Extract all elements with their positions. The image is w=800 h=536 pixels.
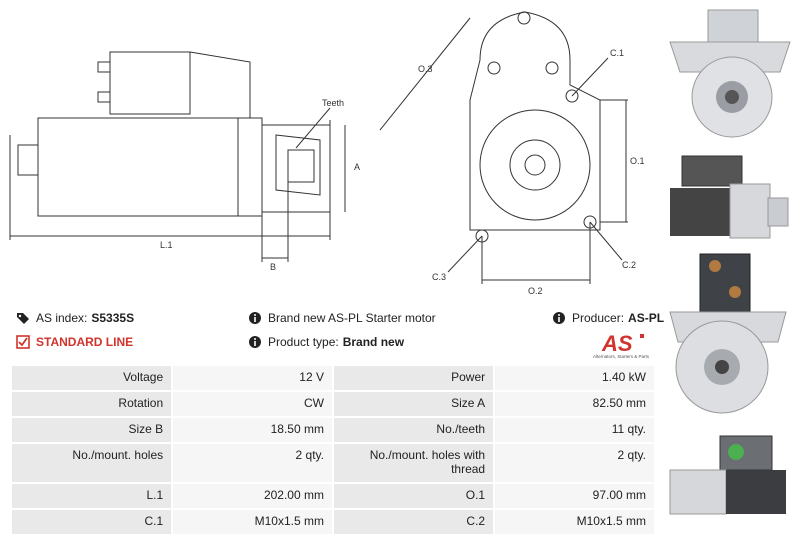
spec-value: 2 qty. — [493, 442, 656, 484]
label-a: A — [354, 162, 360, 172]
standard-line-label: STANDARD LINE — [36, 335, 134, 349]
standard-line-row: STANDARD LINE — [16, 335, 133, 349]
photo-side-view[interactable] — [660, 148, 800, 248]
spec-label: No./mount. holes with thread — [331, 442, 496, 484]
as-index-label: AS index: — [36, 311, 88, 325]
info-icon — [553, 312, 565, 324]
spec-label: Power — [331, 364, 496, 392]
spec-value: 202.00 mm — [171, 482, 334, 510]
spec-value: 82.50 mm — [493, 390, 656, 418]
spec-value: 1.40 kW — [493, 364, 656, 392]
spec-value: 11 qty. — [493, 416, 656, 444]
technical-drawing: Teeth A B L.1 O.3 C.1 O.1 C.3 C.2 O.2 — [9, 11, 645, 296]
label-b: B — [270, 262, 276, 272]
tag-icon — [17, 313, 29, 324]
brand-new-text: Brand new AS-PL Starter motor — [268, 311, 436, 325]
info-icon — [249, 336, 261, 348]
label-l1: L.1 — [160, 240, 173, 250]
spec-label: Size A — [331, 390, 496, 418]
spec-label: Rotation — [9, 390, 174, 418]
label-o3: O.3 — [418, 64, 433, 74]
spec-value: M10x1.5 mm — [493, 508, 656, 536]
as-logo-mark: AS — [601, 331, 644, 356]
photo-rear-view[interactable] — [660, 252, 800, 424]
as-index-row: AS index: S5335S — [16, 311, 134, 325]
front-view-outline — [469, 11, 601, 231]
info-icon — [249, 312, 261, 324]
photo-front-view[interactable] — [660, 2, 800, 142]
logo-tagline: Alternators, Starters & Parts — [592, 354, 650, 359]
product-type-row: Product type: Brand new — [248, 335, 404, 349]
product-type-label: Product type: — [268, 335, 339, 349]
spec-value: 2 qty. — [171, 442, 334, 484]
as-pl-logo: AS Alternators, Starters & Parts — [588, 330, 654, 360]
spec-value: 18.50 mm — [171, 416, 334, 444]
label-c3: C.3 — [432, 272, 446, 282]
spec-label: C.1 — [9, 508, 174, 536]
spec-label: Voltage — [9, 364, 174, 392]
spec-label: No./mount. holes — [9, 442, 174, 484]
spec-value: 97.00 mm — [493, 482, 656, 510]
producer-label: Producer: — [572, 311, 625, 325]
producer-row: Producer: AS-PL — [552, 311, 664, 325]
product-type-value: Brand new — [342, 335, 405, 349]
spec-label: C.2 — [331, 508, 496, 536]
as-index-value: S5335S — [91, 311, 135, 325]
spec-label: O.1 — [331, 482, 496, 510]
spec-value: M10x1.5 mm — [171, 508, 334, 536]
spec-value: CW — [171, 390, 334, 418]
spec-label: Size B — [9, 416, 174, 444]
checkbox-checked-icon — [16, 335, 30, 349]
spec-value: 12 V — [171, 364, 334, 392]
label-teeth: Teeth — [322, 98, 344, 108]
label-o2: O.2 — [528, 286, 543, 296]
label-o1: O.1 — [630, 156, 645, 166]
spec-label: L.1 — [9, 482, 174, 510]
svg-text:AS: AS — [601, 331, 633, 354]
motor-body-outline — [37, 117, 239, 217]
photo-top-view[interactable] — [660, 430, 800, 522]
label-c2: C.2 — [622, 260, 636, 270]
label-c1: C.1 — [610, 48, 624, 58]
product-photos — [660, 0, 800, 525]
producer-value: AS-PL — [628, 311, 665, 325]
brand-new-row: Brand new AS-PL Starter motor — [248, 311, 436, 325]
spec-label: No./teeth — [331, 416, 496, 444]
